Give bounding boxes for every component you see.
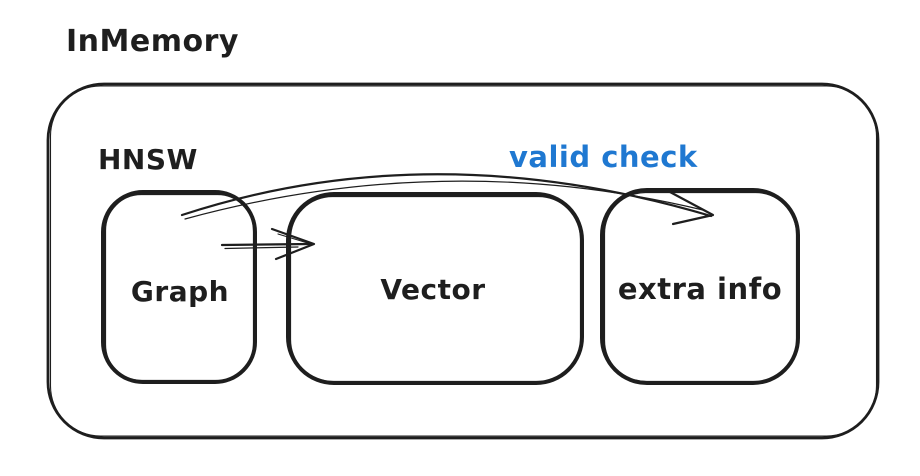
graph-box-label: Graph [131, 275, 229, 308]
valid-check-arrowhead-icon [668, 190, 715, 226]
vector-box-label: Vector [380, 273, 485, 306]
valid-check-arrow-label: valid check [509, 140, 698, 174]
valid-check-arrow [180, 173, 715, 226]
extra-info-box [600, 188, 800, 385]
hnsw-container-label: HNSW [98, 143, 198, 176]
extra-info-box-label: extra info [618, 272, 782, 306]
diagram-title: InMemory [66, 24, 239, 59]
hnsw-container-box [46, 82, 880, 440]
graph-box [101, 190, 257, 384]
graph-to-vector-arrowhead-icon [270, 227, 316, 261]
graph-to-vector-arrow [220, 227, 316, 261]
vector-box [286, 192, 584, 385]
